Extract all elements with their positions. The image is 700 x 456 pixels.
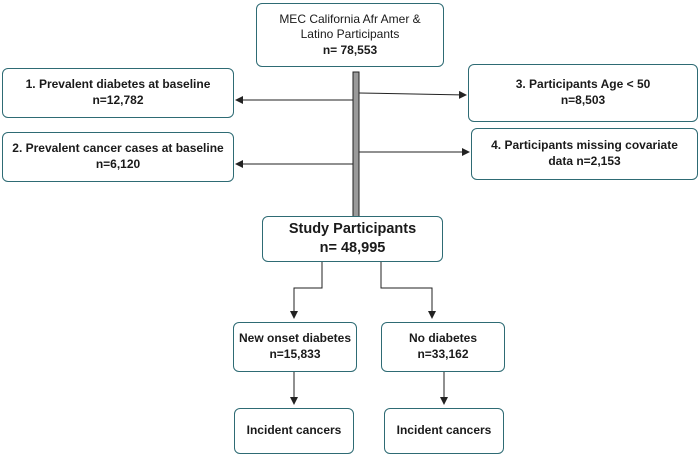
exclusion-3-count: n=8,503 (560, 93, 606, 107)
outcome-1-box: Incident cancers (234, 408, 354, 454)
outcome-2-label: Incident cancers (396, 423, 492, 438)
source-line-1: MEC California Afr Amer & (279, 11, 421, 26)
study-count: n= 48,995 (319, 240, 386, 256)
exclusion-3-box: 3. Participants Age < 50 n=8,503 (468, 64, 698, 122)
exclusion-2-label: 2. Prevalent cancer cases at baseline (12, 141, 224, 156)
source-line-2: Latino Participants (300, 27, 400, 42)
study-label: Study Participants (288, 221, 417, 238)
arrow-to-exclusion-3 (358, 90, 467, 99)
group-2-label: No diabetes (408, 331, 477, 346)
exclusion-2-count: n=6,120 (95, 157, 141, 171)
group-2-box: No diabetes n=33,162 (381, 322, 505, 372)
group-1-count: n=15,833 (269, 347, 321, 361)
source-count: n= 78,553 (322, 42, 378, 57)
exclusion-1-box: 1. Prevalent diabetes at baseline n=12,7… (2, 68, 234, 118)
exclusion-2-box: 2. Prevalent cancer cases at baseline n=… (2, 132, 234, 182)
source-population-box: MEC California Afr Amer & Latino Partici… (256, 3, 444, 67)
arrow-to-group-2 (380, 262, 436, 319)
exclusion-1-label: 1. Prevalent diabetes at baseline (25, 77, 211, 92)
outcome-2-box: Incident cancers (384, 408, 504, 454)
exclusion-4-box: 4. Participants missing covariate data n… (471, 128, 698, 180)
group-1-label: New onset diabetes (238, 331, 352, 346)
exclusion-4-count: data n=2,153 (548, 154, 621, 168)
exclusion-1-count: n=12,782 (92, 93, 144, 107)
group-1-box: New onset diabetes n=15,833 (233, 322, 357, 372)
exclusion-3-label: 3. Participants Age < 50 (515, 77, 651, 92)
study-participants-box: Study Participants n= 48,995 (262, 216, 443, 262)
exclusion-4-label: 4. Participants missing covariate (491, 138, 678, 153)
arrow-to-group-1 (290, 262, 323, 319)
outcome-1-label: Incident cancers (246, 423, 342, 438)
group-2-count: n=33,162 (417, 347, 469, 361)
